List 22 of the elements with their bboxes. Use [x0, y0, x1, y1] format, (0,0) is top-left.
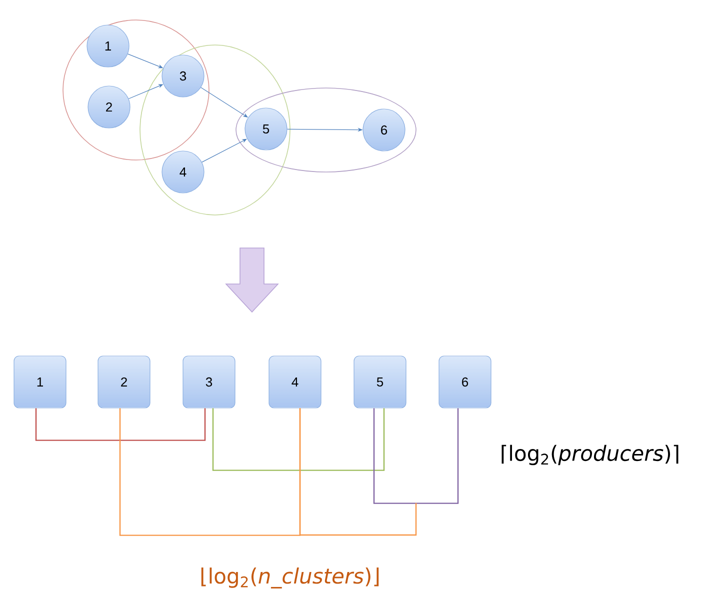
- bracket-line: [373, 408, 459, 504]
- circle-node: 2: [88, 86, 130, 128]
- cluster-ellipse: [236, 88, 416, 172]
- circle-node: 6: [362, 108, 406, 152]
- rounded-box: 3: [182, 356, 236, 408]
- rounded-box: 1: [14, 356, 66, 408]
- circle-node: 4: [162, 150, 204, 194]
- circle-node: 3: [162, 54, 204, 98]
- cluster-ellipse: [62, 20, 210, 160]
- bracket-line: [35, 408, 206, 441]
- rounded-box: 6: [438, 356, 492, 408]
- rounded-box: 5: [354, 356, 406, 408]
- bracket-line: [299, 408, 417, 536]
- rounded-box: 2: [98, 356, 150, 408]
- formula-label: ⌊log$_{2}$(n_clusters)⌋: [201, 568, 379, 588]
- bracket-line: [119, 408, 301, 536]
- circle-node: 5: [244, 108, 288, 150]
- bracket-line: [212, 408, 385, 471]
- rounded-box: 4: [268, 356, 322, 408]
- cluster-ellipse: [140, 44, 290, 216]
- circle-node: 1: [86, 24, 130, 68]
- formula-label: ⌈log$_{2}$(producers)⌉: [502, 444, 678, 466]
